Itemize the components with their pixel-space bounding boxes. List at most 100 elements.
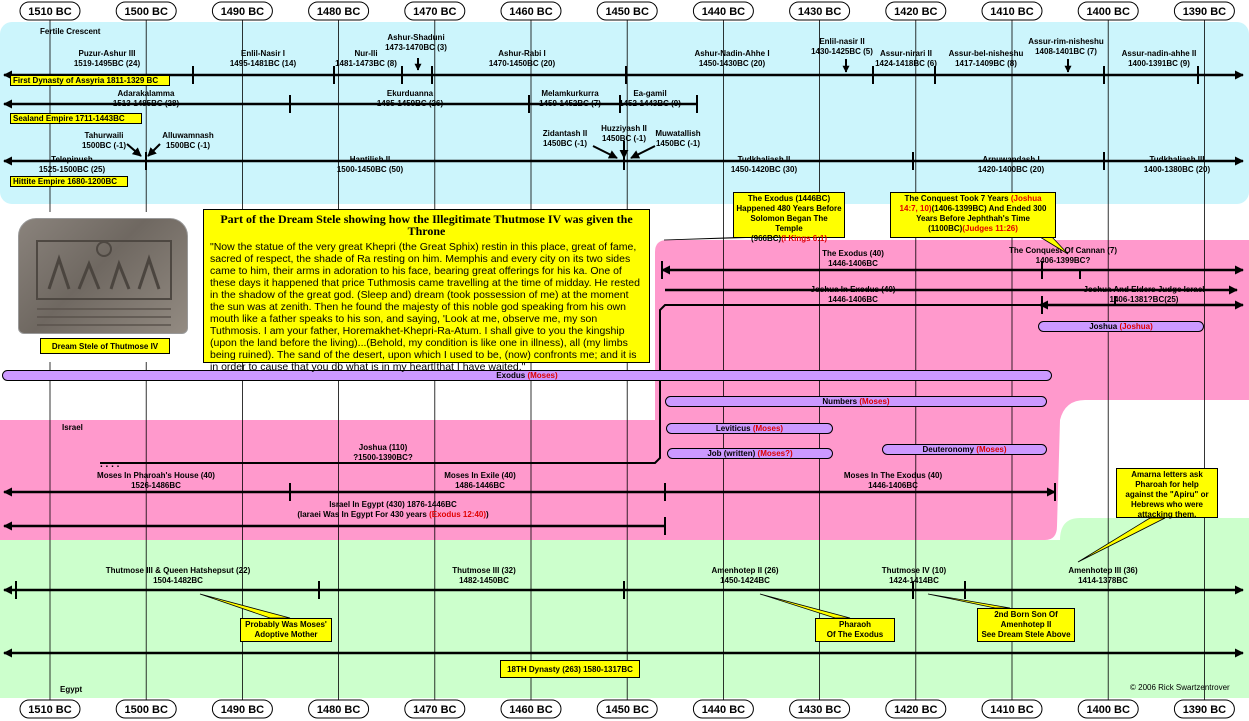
lbl-egypt430: Israel In Egypt (430) 1876-1446BC(Iaraei… [297, 500, 489, 519]
bar-18th-dynasty: 18TH Dynasty (263) 1580-1317BC [500, 660, 640, 678]
year-box-top-12: 1390 BC [1173, 1, 1235, 21]
year-label: 1470 BC [413, 6, 456, 18]
lbl-zidan-line-0: Zidantash II [543, 129, 587, 138]
lbl-tud3-line-0: Tudkhaliash III [1150, 155, 1205, 164]
lbl-joshjudge-line-1: 1406-1381?BC(25) [1110, 295, 1179, 304]
lbl-telep-line-0: Telepinush [51, 155, 93, 164]
lbl-joshua110: Joshua (110)?1500-1390BC? [353, 443, 413, 462]
lbl-melam-line-1: 1459-1452BC (7) [539, 99, 601, 108]
lbl-joshua110-line-0: Joshua (110) [359, 443, 408, 452]
bar-assyria: First Dynasty of Assyria 1811-1329 BC [10, 75, 170, 86]
lbl-rim-line-1: 1408-1401BC (7) [1035, 47, 1097, 56]
year-box-bottom-0: 1510 BC [19, 699, 81, 719]
lbl-thut3-line-0: Thutmose III (32) [452, 566, 516, 575]
year-label: 1390 BC [1183, 704, 1226, 716]
year-box-bottom-2: 1490 BC [211, 699, 273, 719]
israel-region-left [0, 420, 660, 540]
lbl-rabi-line-1: 1470-1450BC (20) [489, 59, 556, 68]
lbl-rabi-line-0: Ashur-Rabi I [498, 49, 546, 58]
lbl-amen2: Amenhotep II (26)1450-1424BC [711, 566, 778, 585]
bar-joshua-book: Joshua (Joshua) [1038, 321, 1204, 332]
lbl-thut4-line-1: 1424-1414BC [889, 576, 939, 585]
year-box-top-6: 1450 BC [596, 1, 658, 21]
lbl-joshex-line-1: 1446-1406BC [828, 295, 878, 304]
lbl-conquest-line-1: 1406-1399BC? [1036, 256, 1091, 265]
year-box-top-10: 1410 BC [981, 1, 1043, 21]
lbl-tahur-line-0: Tahurwaili [85, 131, 124, 140]
lbl-enlil2-line-1: 1430-1425BC (5) [811, 47, 873, 56]
lbl-amen3-line-0: Amenhotep III (36) [1068, 566, 1138, 575]
lbl-hant-line-1: 1500-1450BC (50) [337, 165, 404, 174]
lbl-joshex-line-0: Joshua In Exodus (40) [811, 285, 896, 294]
joshua-connector [100, 304, 1040, 464]
lbl-tud2-line-1: 1450-1420BC (30) [731, 165, 798, 174]
lbl-hant-line-0: Hantilish II [350, 155, 390, 164]
year-box-bottom-12: 1390 BC [1173, 699, 1235, 719]
dream-stele-quote: "Now the statue of the very great Khepri… [210, 241, 640, 373]
year-label: 1450 BC [605, 704, 648, 716]
lbl-rim-line-0: Assur-rim-nisheshu [1028, 37, 1104, 46]
lbl-tahur-line-1: 1500BC (-1) [82, 141, 126, 150]
lbl-nirari-line-0: Assur-nirari II [880, 49, 932, 58]
lbl-huzzi-line-1: 1450BC (-1) [602, 134, 646, 143]
year-label: 1500 BC [124, 6, 167, 18]
lbl-bel-line-1: 1417-1409BC (8) [955, 59, 1017, 68]
dream-stele-title: Part of the Dream Stele showing how the … [220, 212, 633, 238]
lbl-mexodus-line-0: Moses In The Exodus (40) [844, 471, 943, 480]
year-box-bottom-7: 1440 BC [692, 699, 754, 719]
lbl-adara-line-1: 1513-1485BC (28) [113, 99, 180, 108]
bar-exodus-book: Exodus (Moses) [2, 370, 1052, 381]
lbl-shaduni-line-1: 1473-1470BC (3) [385, 43, 447, 52]
year-label: 1510 BC [28, 6, 71, 18]
note-moses-mother: Probably Was Moses'Adoptive Mother [240, 618, 332, 642]
lbl-telep-line-1: 1525-1500BC (25) [39, 165, 106, 174]
year-label: 1440 BC [702, 704, 745, 716]
year-box-top-7: 1440 BC [692, 1, 754, 21]
bar-hittite: Hittite Empire 1680-1200BC [10, 176, 128, 187]
lbl-zidan-line-1: 1450BC (-1) [543, 139, 587, 148]
year-label: 1420 BC [894, 704, 937, 716]
year-label: 1440 BC [702, 6, 745, 18]
lbl-puzur-line-1: 1519-1495BC (24) [74, 59, 141, 68]
year-label: 1410 BC [990, 6, 1033, 18]
lbl-puzur-line-0: Puzur-Ashur III [79, 49, 136, 58]
year-label: 1490 BC [221, 6, 264, 18]
year-label: 1430 BC [798, 6, 841, 18]
lbl-arnu-line-1: 1420-1400BC (20) [978, 165, 1045, 174]
lbl-muwa-line-0: Muwatallish [655, 129, 700, 138]
lbl-nadin2-line-1: 1400-1391BC (9) [1128, 59, 1190, 68]
year-label: 1500 BC [124, 704, 167, 716]
year-label: 1450 BC [605, 6, 648, 18]
lbl-exile-line-1: 1486-1446BC [455, 481, 505, 490]
lbl-amen3: Amenhotep III (36)1414-1378BC [1068, 566, 1138, 585]
ptr-amarna [1077, 517, 1166, 563]
lbl-exodus40-line-1: 1446-1406BC [828, 259, 878, 268]
exodus-book-author: (Moses) [527, 371, 558, 380]
copyright: © 2006 Rick Swartzentrover [1130, 683, 1230, 692]
year-box-bottom-1: 1500 BC [115, 699, 177, 719]
region-fertile-label: Fertile Crescent [40, 27, 101, 36]
lbl-eagamil-line-0: Ea-gamil [633, 89, 666, 98]
lbl-egypt430-line-1: (Iaraei Was In Egypt For 430 years (Exod… [297, 510, 489, 519]
year-box-top-0: 1510 BC [19, 1, 81, 21]
year-label: 1400 BC [1086, 704, 1129, 716]
lbl-joshjudge-line-0: Joshua And Elders Judge Israel [1083, 285, 1204, 294]
lbl-thut4-line-0: Thutmose IV (10) [882, 566, 947, 575]
lbl-pharhouse-line-0: Moses In Pharoah's House (40) [97, 471, 215, 480]
year-box-bottom-8: 1430 BC [789, 699, 851, 719]
